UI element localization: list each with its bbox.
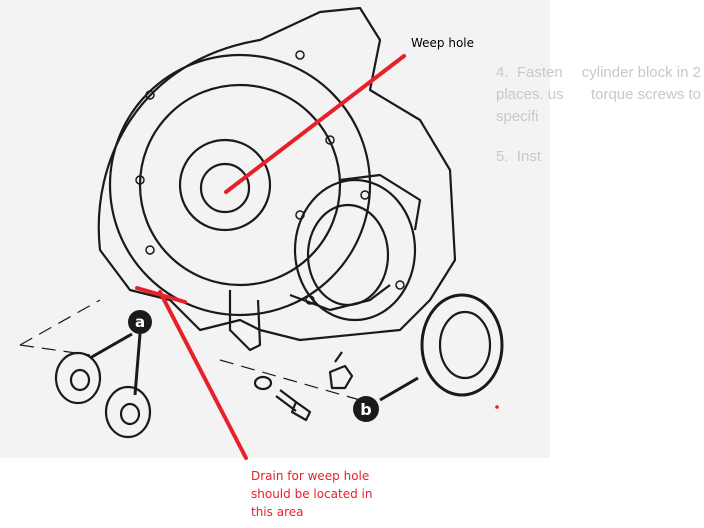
bearing-bore-outer xyxy=(178,138,272,232)
housing-flange-inner xyxy=(138,83,342,287)
bolt xyxy=(275,389,312,422)
clamp-top xyxy=(339,173,422,231)
nut xyxy=(328,351,354,390)
bleed-text-3: places. us xyxy=(496,86,564,103)
bleed-text-1: 4. Fasten xyxy=(496,64,563,81)
svg-text:b: b xyxy=(360,400,371,419)
seal-a-2 xyxy=(104,385,152,439)
bleed-text-5: specifi xyxy=(496,108,539,125)
arrows-a xyxy=(89,332,142,396)
housing-flange-outer xyxy=(108,53,372,317)
label-b: b xyxy=(353,396,379,422)
clamp-bottom xyxy=(289,284,391,312)
label-a: a xyxy=(128,310,152,334)
bearing-bore-inner xyxy=(199,162,251,214)
red-dot xyxy=(495,405,499,409)
seal-a-1 xyxy=(54,351,102,405)
weep-hole-label: Weep hole xyxy=(411,36,475,50)
drain-pointer xyxy=(158,290,248,460)
bleed-text-4: torque screws to xyxy=(590,86,701,103)
washer xyxy=(253,375,273,391)
crankcase-bore-outer xyxy=(293,178,417,322)
drain-note-label: Drain for weep hole should be located in… xyxy=(251,469,373,519)
weep-hole-pointer xyxy=(224,54,406,194)
seal-b xyxy=(420,293,504,397)
housing-outline xyxy=(97,6,457,342)
svg-text:a: a xyxy=(135,313,145,331)
scanned-manual-page xyxy=(0,0,550,458)
bleed-text-6: 5. Inst xyxy=(496,148,542,165)
dashed-lead-lines xyxy=(19,299,361,401)
bleed-text-2: cylinder block in 2 xyxy=(581,64,701,81)
drain-boss xyxy=(228,290,262,352)
crankcase-bore-inner xyxy=(306,203,390,307)
arrow-b xyxy=(379,376,419,402)
